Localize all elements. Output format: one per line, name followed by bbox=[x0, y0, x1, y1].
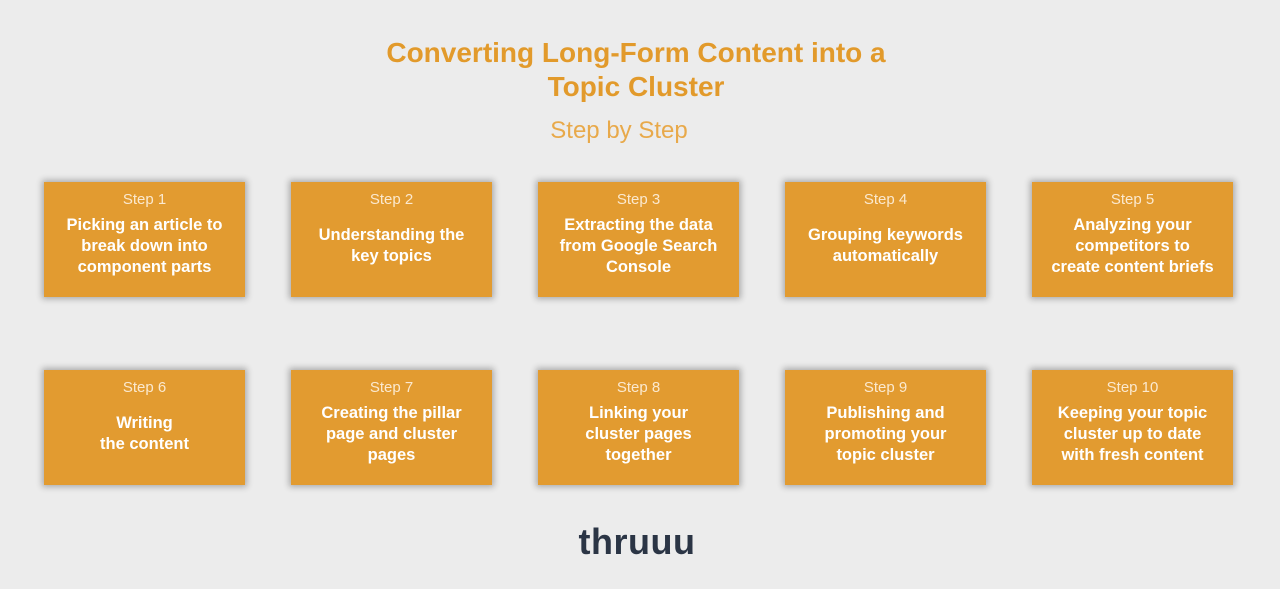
step-label: Step 2 bbox=[369, 191, 414, 208]
step-card-3: Step 3 Extracting the data from Google S… bbox=[538, 182, 739, 297]
step-description: Picking an article to break down into co… bbox=[66, 215, 223, 276]
step-label: Step 3 bbox=[616, 191, 661, 208]
step-description: Linking your cluster pages together bbox=[585, 403, 692, 464]
step-label: Step 4 bbox=[863, 191, 908, 208]
brand-logo: thruuu bbox=[578, 521, 696, 562]
step-label: Step 7 bbox=[369, 379, 414, 396]
step-card-7: Step 7 Creating the pillar page and clus… bbox=[291, 370, 492, 485]
step-label: Step 10 bbox=[1106, 379, 1159, 396]
step-description: Keeping your topic cluster up to date wi… bbox=[1057, 403, 1208, 464]
title-line-2: Topic Cluster bbox=[547, 71, 725, 102]
step-description: Creating the pillar page and cluster pag… bbox=[321, 403, 462, 464]
step-description: Extracting the data from Google Search C… bbox=[559, 215, 718, 276]
step-card-4: Step 4 Grouping keywords automatically bbox=[785, 182, 986, 297]
page-subtitle: Step by Step bbox=[550, 117, 688, 144]
step-label: Step 5 bbox=[1110, 191, 1155, 208]
step-card-9: Step 9 Publishing and promoting your top… bbox=[785, 370, 986, 485]
step-card-6: Step 6 Writing the content bbox=[44, 370, 245, 485]
page-title: Converting Long-Form Content into a Topi… bbox=[0, 36, 1272, 104]
step-card-2: Step 2 Understanding the key topics bbox=[291, 182, 492, 297]
step-card-1: Step 1 Picking an article to break down … bbox=[44, 182, 245, 297]
step-description: Understanding the key topics bbox=[318, 226, 465, 265]
step-card-10: Step 10 Keeping your topic cluster up to… bbox=[1032, 370, 1233, 485]
step-description: Grouping keywords automatically bbox=[808, 226, 963, 265]
steps-grid: Step 1 Picking an article to break down … bbox=[44, 182, 1236, 485]
step-description: Writing the content bbox=[100, 414, 189, 453]
step-description: Publishing and promoting your topic clus… bbox=[824, 403, 947, 464]
step-card-8: Step 8 Linking your cluster pages togeth… bbox=[538, 370, 739, 485]
step-card-5: Step 5 Analyzing your competitors to cre… bbox=[1032, 182, 1233, 297]
step-label: Step 1 bbox=[122, 191, 167, 208]
step-label: Step 9 bbox=[863, 379, 908, 396]
step-label: Step 6 bbox=[122, 379, 167, 396]
title-line-1: Converting Long-Form Content into a bbox=[386, 37, 886, 68]
step-description: Analyzing your competitors to create con… bbox=[1051, 215, 1214, 276]
step-label: Step 8 bbox=[616, 379, 661, 396]
